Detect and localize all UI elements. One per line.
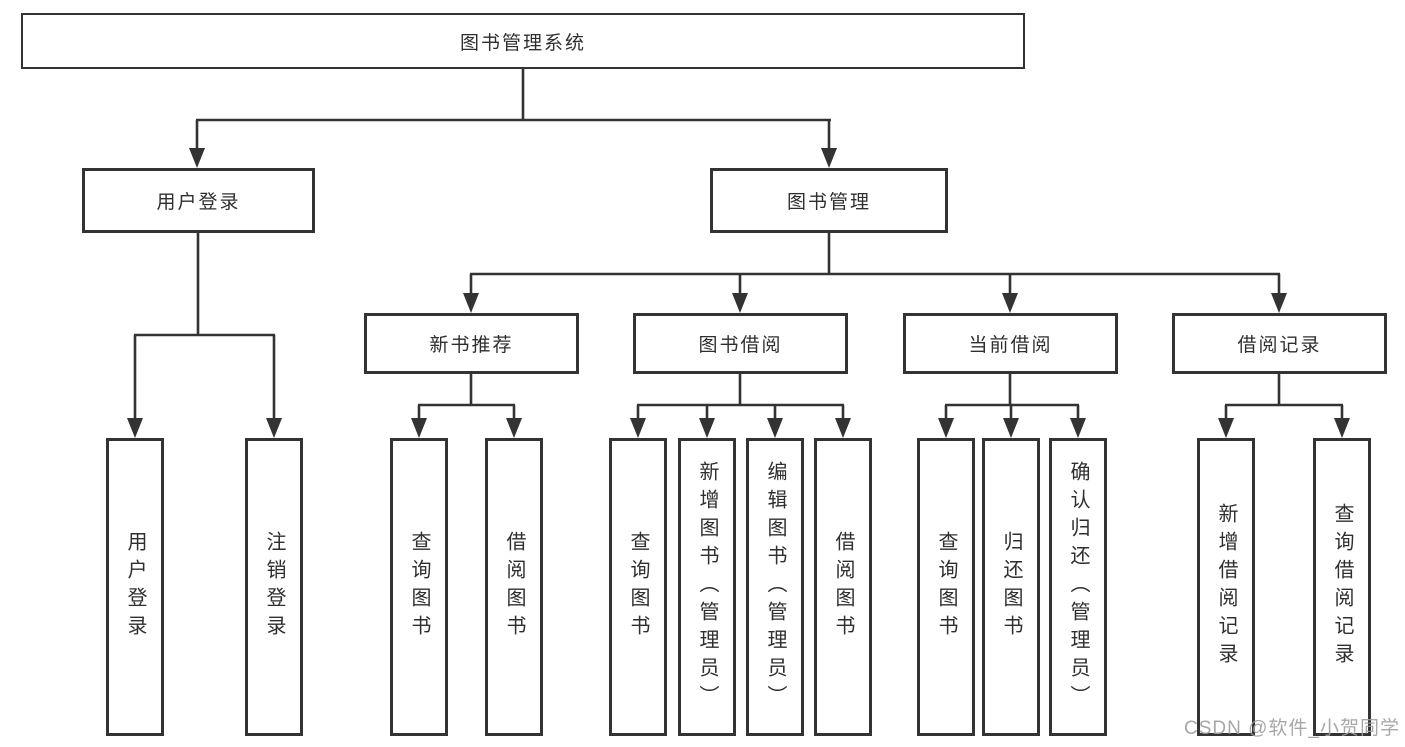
leaf-borrow-borrow-books: 借阅图书	[814, 438, 872, 736]
leaf-current-query-books-label: 查询图书	[935, 531, 957, 643]
node-new-book-recommend: 新书推荐	[364, 313, 579, 374]
node-book-borrow: 图书借阅	[633, 313, 848, 374]
leaf-recommend-borrow-books: 借阅图书	[485, 438, 543, 736]
leaf-user-login-label: 用户登录	[124, 531, 146, 643]
leaf-borrow-query-books-label: 查询图书	[627, 531, 649, 643]
node-user-login: 用户登录	[82, 168, 315, 233]
leaf-borrow-edit-books-admin-label: 编辑图书（管理员）	[764, 461, 786, 713]
node-current-borrow: 当前借阅	[903, 313, 1118, 374]
watermark: CSDN @软件_小贺同学	[1184, 718, 1400, 739]
node-library-management-system: 图书管理系统	[21, 13, 1025, 69]
leaf-current-return-books: 归还图书	[982, 438, 1040, 736]
leaf-current-query-books: 查询图书	[917, 438, 975, 736]
leaf-borrow-edit-books-admin: 编辑图书（管理员）	[746, 438, 804, 736]
leaf-recommend-query-books: 查询图书	[390, 438, 448, 736]
node-book-management: 图书管理	[710, 168, 948, 233]
leaf-borrow-borrow-books-label: 借阅图书	[832, 531, 854, 643]
leaf-borrow-add-books-admin-label: 新增图书（管理员）	[696, 461, 718, 713]
leaf-borrow-query-books: 查询图书	[609, 438, 667, 736]
leaf-recommend-query-books-label: 查询图书	[408, 531, 430, 643]
leaf-records-add-borrow-record: 新增借阅记录	[1197, 438, 1255, 736]
leaf-borrow-add-books-admin: 新增图书（管理员）	[678, 438, 736, 736]
node-borrow-records: 借阅记录	[1172, 313, 1387, 374]
leaf-current-confirm-return-admin-label: 确认归还（管理员）	[1067, 461, 1089, 713]
leaf-recommend-borrow-books-label: 借阅图书	[503, 531, 525, 643]
arrowheads	[127, 148, 1350, 438]
leaf-user-login: 用户登录	[106, 438, 164, 736]
leaf-records-query-borrow-record: 查询借阅记录	[1313, 438, 1371, 736]
leaf-records-add-borrow-record-label: 新增借阅记录	[1215, 503, 1237, 671]
leaf-records-query-borrow-record-label: 查询借阅记录	[1331, 503, 1353, 671]
leaf-logout-label: 注销登录	[263, 531, 285, 643]
leaf-current-return-books-label: 归还图书	[1000, 531, 1022, 643]
leaf-logout: 注销登录	[245, 438, 303, 736]
leaf-current-confirm-return-admin: 确认归还（管理员）	[1049, 438, 1107, 736]
